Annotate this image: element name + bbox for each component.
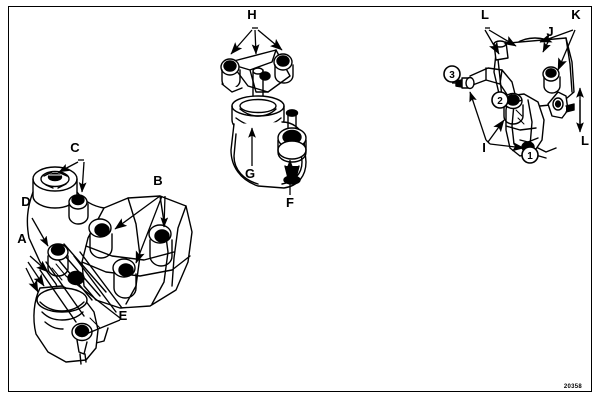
- right-assembly-drawing: [455, 37, 575, 159]
- callout-label-A: A: [17, 231, 27, 246]
- callout-label-F: F: [286, 195, 294, 210]
- number-circle-3: [443, 65, 461, 83]
- callout-label-B: B: [153, 173, 162, 188]
- number-label-1: 1: [527, 151, 533, 162]
- callout-label-E: E: [119, 308, 128, 323]
- callout-label-D: D: [21, 194, 30, 209]
- left-assembly-callouts: [25, 159, 169, 335]
- callout-label-I: I: [482, 140, 486, 155]
- number-label-2: 2: [497, 96, 503, 107]
- center-assembly-callouts: [230, 27, 294, 195]
- callout-label-H: H: [247, 7, 256, 22]
- numbered-callouts: 3 2 1: [443, 65, 539, 164]
- callout-label-K: K: [571, 7, 581, 22]
- callout-label-G: G: [245, 166, 255, 181]
- left-assembly-drawing: [26, 166, 193, 365]
- callout-label-L-side: L: [581, 133, 589, 148]
- right-assembly-callouts: [452, 27, 584, 156]
- center-assembly-drawing: [220, 49, 307, 189]
- number-circle-1: [521, 146, 539, 164]
- callout-label-L-top: L: [481, 7, 489, 22]
- callout-label-J: J: [546, 24, 553, 39]
- figure-reference-code: 20358: [564, 384, 583, 390]
- number-label-3: 3: [449, 70, 455, 81]
- callout-label-C: C: [70, 140, 80, 155]
- number-circle-2: [491, 91, 509, 109]
